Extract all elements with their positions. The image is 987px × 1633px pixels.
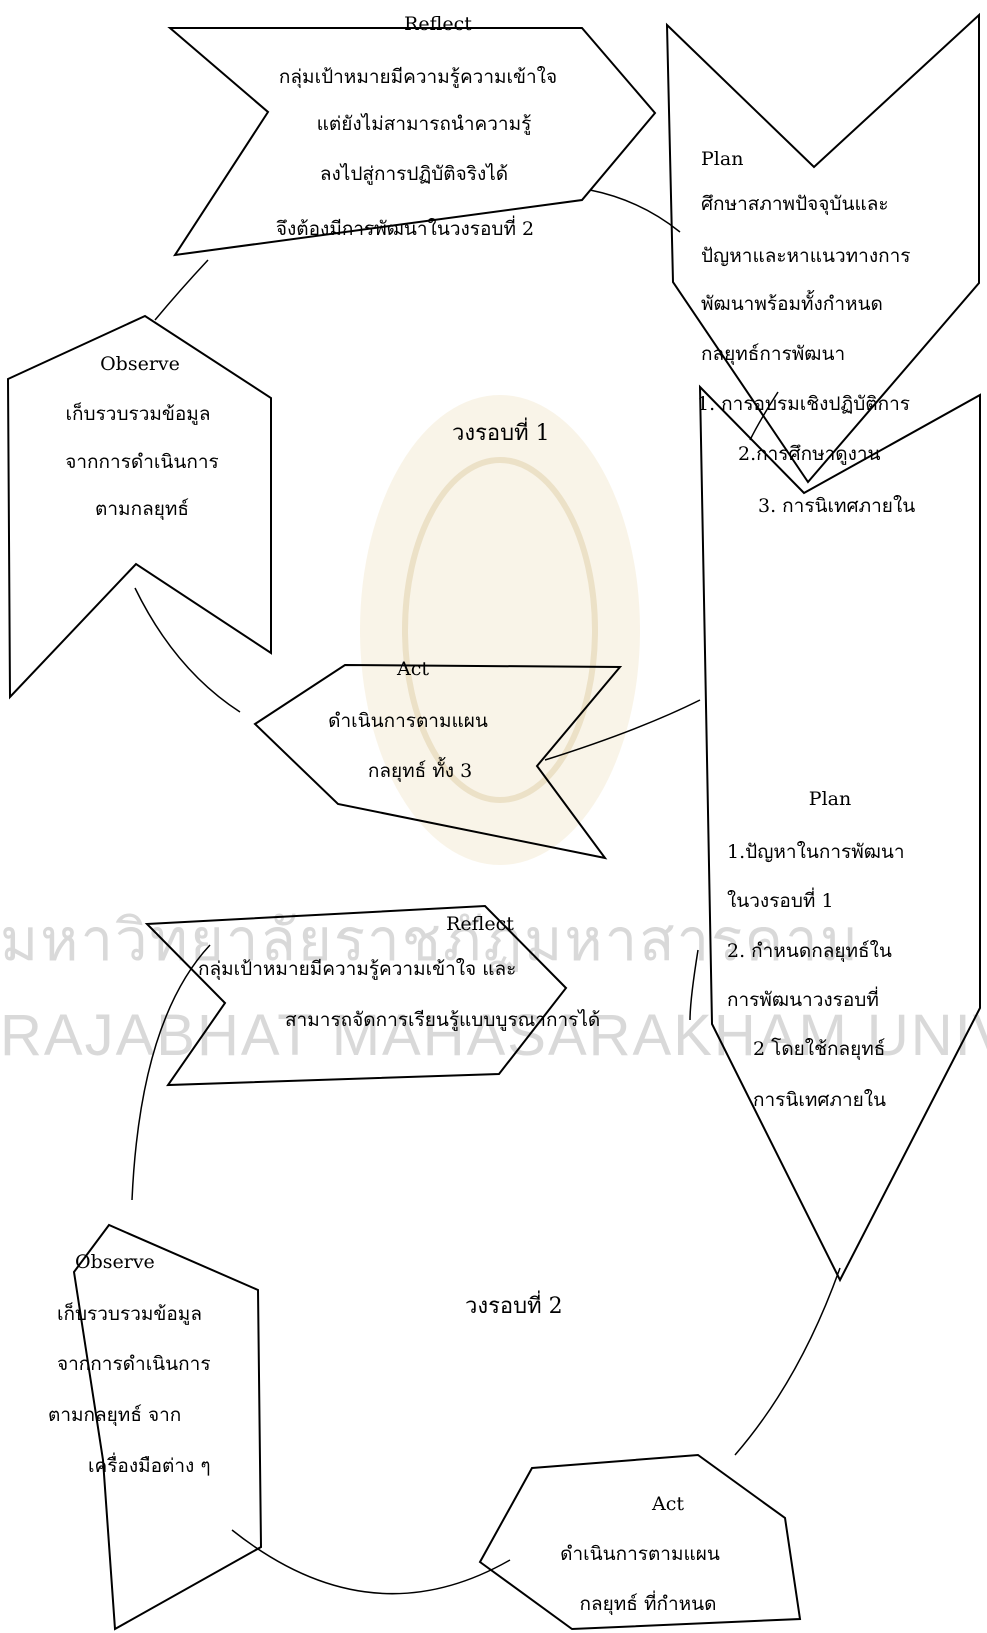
observe-shape-cycle2 [72, 1223, 263, 1631]
act-label-cycle2: Act [651, 1493, 684, 1515]
connector-reflect2-observe2 [131, 944, 211, 1201]
reflect-line-4: จึงต้องมีการพัฒนาในวงรอบที่ 2 [276, 215, 534, 240]
observe-cycle1: Observe เก็บรวบรวมข้อมูล จากการดำเนินการ… [65, 353, 219, 521]
plan-cycle2: Plan 1.ปัญหาในการพัฒนา ในวงรอบที่ 1 2. ก… [727, 788, 905, 1111]
act-label-cycle1: Act [396, 658, 429, 680]
reflect-shape-cycle1 [167, 27, 657, 257]
plan2-line-5: 2 โดยใช้กลยุทธ์ [753, 1037, 885, 1061]
plan-line-1: ศึกษาสภาพปัจจุบันและ [701, 193, 889, 216]
act-shape-cycle2 [478, 1453, 802, 1631]
observe-shape-cycle1 [6, 314, 272, 700]
reflect2-line-2: สามารถจัดการเรียนรู้แบบบูรณาการได้ [285, 1009, 600, 1031]
reflect-line-1: กลุ่มเป้าหมายมีความรู้ความเข้าใจ [279, 66, 557, 89]
reflect-line-3: ลงไปสู่การปฏิบัติจริงได้ [320, 163, 508, 185]
observe2-line-2: จากการดำเนินการ [57, 1353, 211, 1375]
plan-shape-cycle1 [665, 12, 980, 484]
reflect-cycle2: Reflect กลุ่มเป้าหมายมีความรู้ความเข้าใจ… [198, 913, 600, 1031]
plan-shape-cycle2 [698, 384, 981, 1283]
connector-plan1-plan2 [749, 391, 779, 441]
cycle-connectors [131, 189, 841, 1595]
act-line-2: กลยุทธ์ ทั้ง 3 [368, 757, 472, 783]
plan2-line-1: 1.ปัญหาในการพัฒนา [727, 841, 905, 863]
connector-observe2-act2 [231, 1529, 511, 1595]
act-line-1: ดำเนินการตามแผน [328, 710, 488, 732]
watermark-english: RAJABHAT MAHASARAKHAM UNIVERSITY [0, 1003, 987, 1068]
connector-reflect2-plan2 [689, 949, 699, 1021]
reflect-cycle1: Reflect กลุ่มเป้าหมายมีความรู้ความเข้าใจ… [276, 13, 557, 240]
reflect-label-cycle1: Reflect [404, 13, 472, 35]
act2-line-1: ดำเนินการตามแผน [560, 1543, 720, 1565]
observe2-line-3: ตามกลยุทธ์ จาก [48, 1404, 181, 1427]
plan-cycle1: Plan ศึกษาสภาพปัจจุบันและ ปัญหาและหาแนวท… [697, 148, 915, 517]
reflect-label-cycle2: Reflect [446, 913, 514, 935]
plan2-line-2: ในวงรอบที่ 1 [727, 887, 834, 912]
observe-cycle2: Observe เก็บรวบรวมข้อมูล จากการดำเนินการ… [48, 1251, 211, 1477]
observe2-line-1: เก็บรวบรวมข้อมูล [57, 1301, 202, 1325]
plan-line-2: ปัญหาและหาแนวทางการ [701, 245, 910, 267]
plan-label-cycle1: Plan [701, 148, 743, 170]
plan-line-3: พัฒนาพร้อมทั้งกำหนด [701, 290, 883, 315]
observe-line-2: จากการดำเนินการ [65, 451, 219, 473]
observe-line-1: เก็บรวบรวมข้อมูล [66, 401, 211, 425]
connector-plan2-act2 [734, 1267, 841, 1456]
watermark-thai: มหาวิทยาลัยราชภัฏมหาสารคาม [0, 908, 860, 973]
act-cycle2: Act ดำเนินการตามแผน กลยุทธ์ ที่กำหนด [560, 1493, 720, 1616]
plan-line-6: 2.การศึกษาดูงาน [738, 443, 881, 465]
act2-line-2: กลยุทธ์ ที่กำหนด [580, 1590, 717, 1616]
observe-label-cycle2: Observe [75, 1251, 155, 1273]
reflect-line-2: แต่ยังไม่สามารถนำความรู้ [317, 113, 532, 135]
connector-reflect1-plan1 [589, 189, 681, 233]
reflect-shape-cycle2 [144, 904, 568, 1087]
observe2-line-4: เครื่องมือต่าง ๆ [88, 1452, 211, 1477]
reflect2-line-1: กลุ่มเป้าหมายมีความรู้ความเข้าใจ และ [198, 958, 516, 981]
plan-line-4: กลยุทธ์การพัฒนา [701, 343, 845, 366]
cycle1-title: วงรอบที่ 1 [452, 417, 550, 446]
plan-line-7: 3. การนิเทศภายใน [758, 495, 915, 517]
plan-line-5: 1. การอบรมเชิงปฏิบัติการ [697, 393, 910, 415]
plan2-line-4: การพัฒนาวงรอบที่ [727, 986, 879, 1011]
cycle2-title: วงรอบที่ 2 [465, 1290, 563, 1319]
watermark-seal-inner [402, 457, 598, 803]
observe-line-3: ตามกลยุทธ์ [95, 498, 189, 521]
plan2-line-3: 2. กำหนดกลยุทธ์ใน [727, 940, 892, 963]
connector-observe1-act1 [134, 587, 241, 713]
act-shape-cycle1 [253, 663, 623, 860]
act-cycle1: Act ดำเนินการตามแผน กลยุทธ์ ทั้ง 3 [328, 658, 488, 783]
observe-label-cycle1: Observe [100, 353, 180, 375]
plan-label-cycle2: Plan [809, 788, 851, 810]
connector-act1-plan2 [544, 699, 701, 761]
watermark: มหาวิทยาลัยราชภัฏมหาสารคาม RAJABHAT MAHA… [0, 395, 987, 1068]
connector-reflect1-observe1 [154, 259, 209, 321]
plan2-line-6: การนิเทศภายใน [753, 1089, 886, 1111]
